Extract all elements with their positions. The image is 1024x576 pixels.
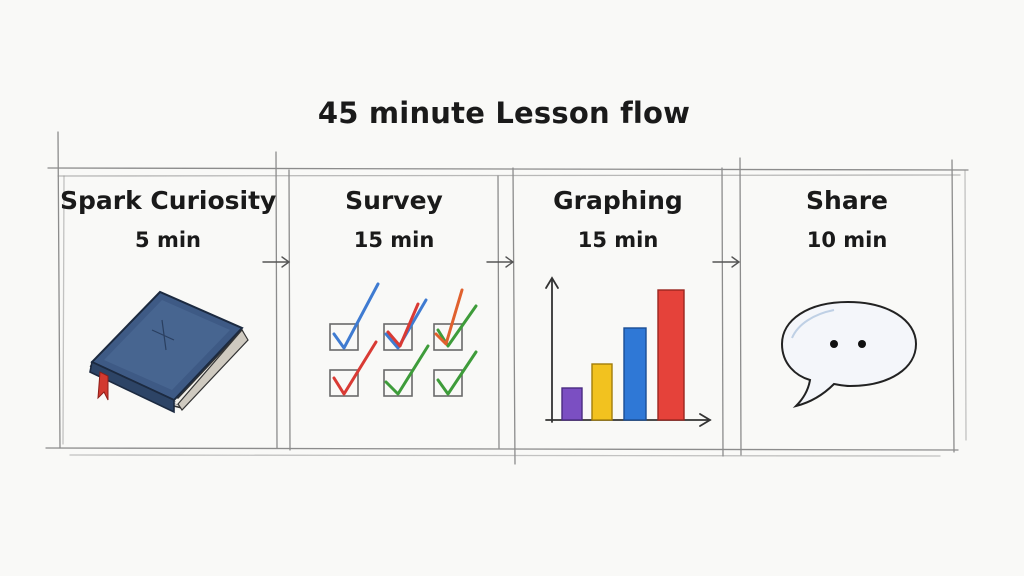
diagram-title: 45 minute Lesson flow	[317, 96, 691, 130]
step-name: Graphing	[553, 186, 683, 215]
step-name: Spark Curiosity	[60, 186, 277, 215]
step-duration: 5 min	[135, 228, 201, 252]
step-name: Survey	[345, 186, 443, 215]
flow-arrow-icon	[486, 256, 515, 268]
step-duration: 10 min	[806, 228, 888, 252]
bar-chart-icon	[545, 276, 712, 427]
step-panel-graphing: Graphing 15 min	[514, 172, 722, 450]
step-panel-survey: Survey 15 min	[290, 172, 498, 450]
step-panel-share: Share 10 min	[741, 172, 953, 450]
checkbox-grid-icon	[329, 282, 478, 397]
speech-bubble-icon	[780, 300, 918, 408]
flow-arrow-icon	[262, 256, 291, 268]
step-duration: 15 min	[577, 228, 659, 252]
step-name: Share	[806, 186, 888, 215]
book-icon	[89, 290, 249, 414]
step-panel-spark-curiosity: Spark Curiosity 5 min	[60, 172, 276, 450]
flow-arrow-icon	[712, 256, 741, 268]
step-duration: 15 min	[353, 228, 435, 252]
